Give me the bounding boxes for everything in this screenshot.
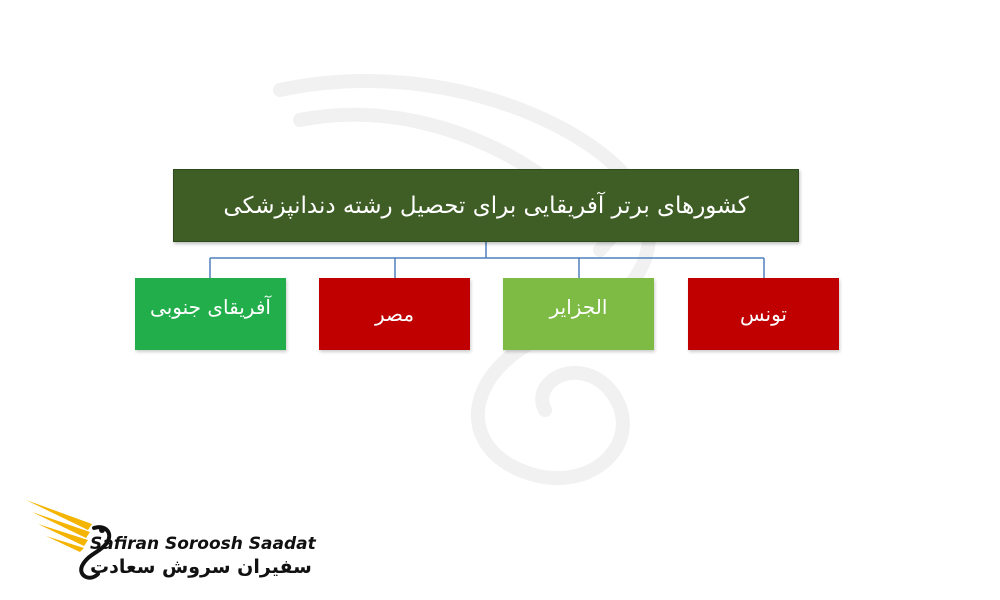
child-label: آفریقای جنوبی: [150, 295, 271, 319]
logo-name-fa: سفیران سروش سعادت: [90, 556, 312, 578]
child-box-egypt: مصر: [319, 278, 470, 350]
child-box-tunisia: تونس: [688, 278, 839, 350]
logo-name-en: Safiran Soroosh Saadat: [90, 534, 316, 554]
diagram-root-box: کشورهای برتر آفریقایی برای تحصیل رشته دن…: [173, 169, 799, 242]
child-label: مصر: [374, 302, 415, 326]
child-box-algeria: الجزایر: [503, 278, 654, 350]
child-label: الجزایر: [549, 295, 608, 319]
child-box-south-africa: آفریقای جنوبی: [135, 278, 286, 350]
child-label: تونس: [740, 302, 787, 326]
golden-wing-bird-icon: [26, 500, 112, 580]
diagram-title: کشورهای برتر آفریقایی برای تحصیل رشته دن…: [223, 192, 749, 219]
